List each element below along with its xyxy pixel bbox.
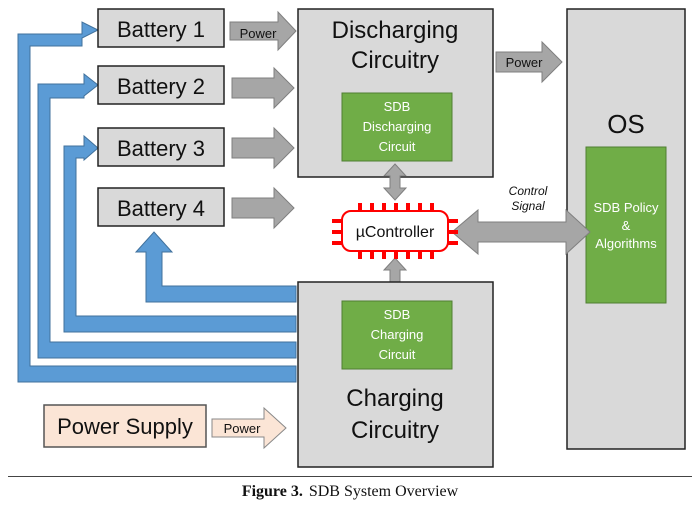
power-supply: Power Supply	[43, 404, 207, 448]
microcontroller-chip: µController	[332, 203, 458, 259]
os-policy-line3: Algorithms	[595, 236, 657, 251]
discharging-title-line2: Circuitry	[351, 47, 439, 74]
battery-2-label: Battery 2	[117, 74, 205, 99]
caption-divider	[8, 476, 692, 477]
power-arrow-supply	[211, 406, 287, 450]
caption-text: SDB System Overview	[308, 483, 459, 500]
blue-arrow-battery-2	[37, 72, 297, 359]
os-policy-line2: &	[622, 218, 631, 233]
power-label-supply: Power	[224, 421, 262, 436]
battery-4-label: Battery 4	[117, 196, 205, 221]
sdb-charging-line2: Charging	[371, 327, 424, 342]
caption-label: Figure 3.	[241, 483, 303, 500]
power-arrow-battery-2	[231, 66, 295, 110]
power-arrow-battery-1	[229, 10, 297, 52]
power-arrow-to-os	[495, 40, 563, 84]
power-supply-label: Power Supply	[57, 414, 193, 439]
double-arrow-controller-discharging	[382, 163, 408, 201]
sdb-discharging-line3: Circuit	[379, 139, 416, 154]
sdb-discharging-line2: Discharging	[363, 119, 432, 134]
charging-title-line1: Charging	[346, 385, 443, 412]
battery-1: Battery 1	[97, 8, 225, 48]
blue-arrow-battery-4	[134, 231, 297, 303]
power-label-to-os: Power	[506, 55, 544, 70]
blue-feedback-arrows	[17, 21, 297, 383]
charging-title-line2: Circuitry	[351, 417, 439, 444]
battery-2: Battery 2	[97, 65, 225, 105]
microcontroller-label: µController	[356, 224, 435, 241]
sdb-discharging-line1: SDB	[384, 99, 411, 114]
charging-circuitry: SDB Charging Circuit Charging Circuitry	[297, 281, 494, 468]
os-title: OS	[607, 109, 645, 139]
sdb-charging-line3: Circuit	[379, 347, 416, 362]
os-policy-line1: SDB Policy	[593, 200, 659, 215]
control-signal-line1: Control	[509, 184, 548, 198]
control-signal-line2: Signal	[511, 199, 545, 213]
blue-arrow-battery-3	[63, 134, 297, 333]
discharging-title-line1: Discharging	[332, 17, 459, 44]
sdb-charging-line1: SDB	[384, 307, 411, 322]
battery-4: Battery 4	[97, 187, 225, 227]
figure-caption: Figure 3. SDB System Overview	[0, 483, 700, 501]
power-arrow-battery-3	[231, 126, 295, 170]
power-label-battery-1: Power	[240, 26, 278, 41]
discharging-circuitry: Discharging Circuitry SDB Discharging Ci…	[297, 8, 494, 178]
blue-arrow-battery-1	[17, 21, 297, 383]
control-signal-arrow	[451, 208, 591, 256]
battery-3-label: Battery 3	[117, 136, 205, 161]
battery-3: Battery 3	[97, 127, 225, 167]
battery-1-label: Battery 1	[117, 17, 205, 42]
power-arrow-battery-4	[231, 186, 295, 230]
